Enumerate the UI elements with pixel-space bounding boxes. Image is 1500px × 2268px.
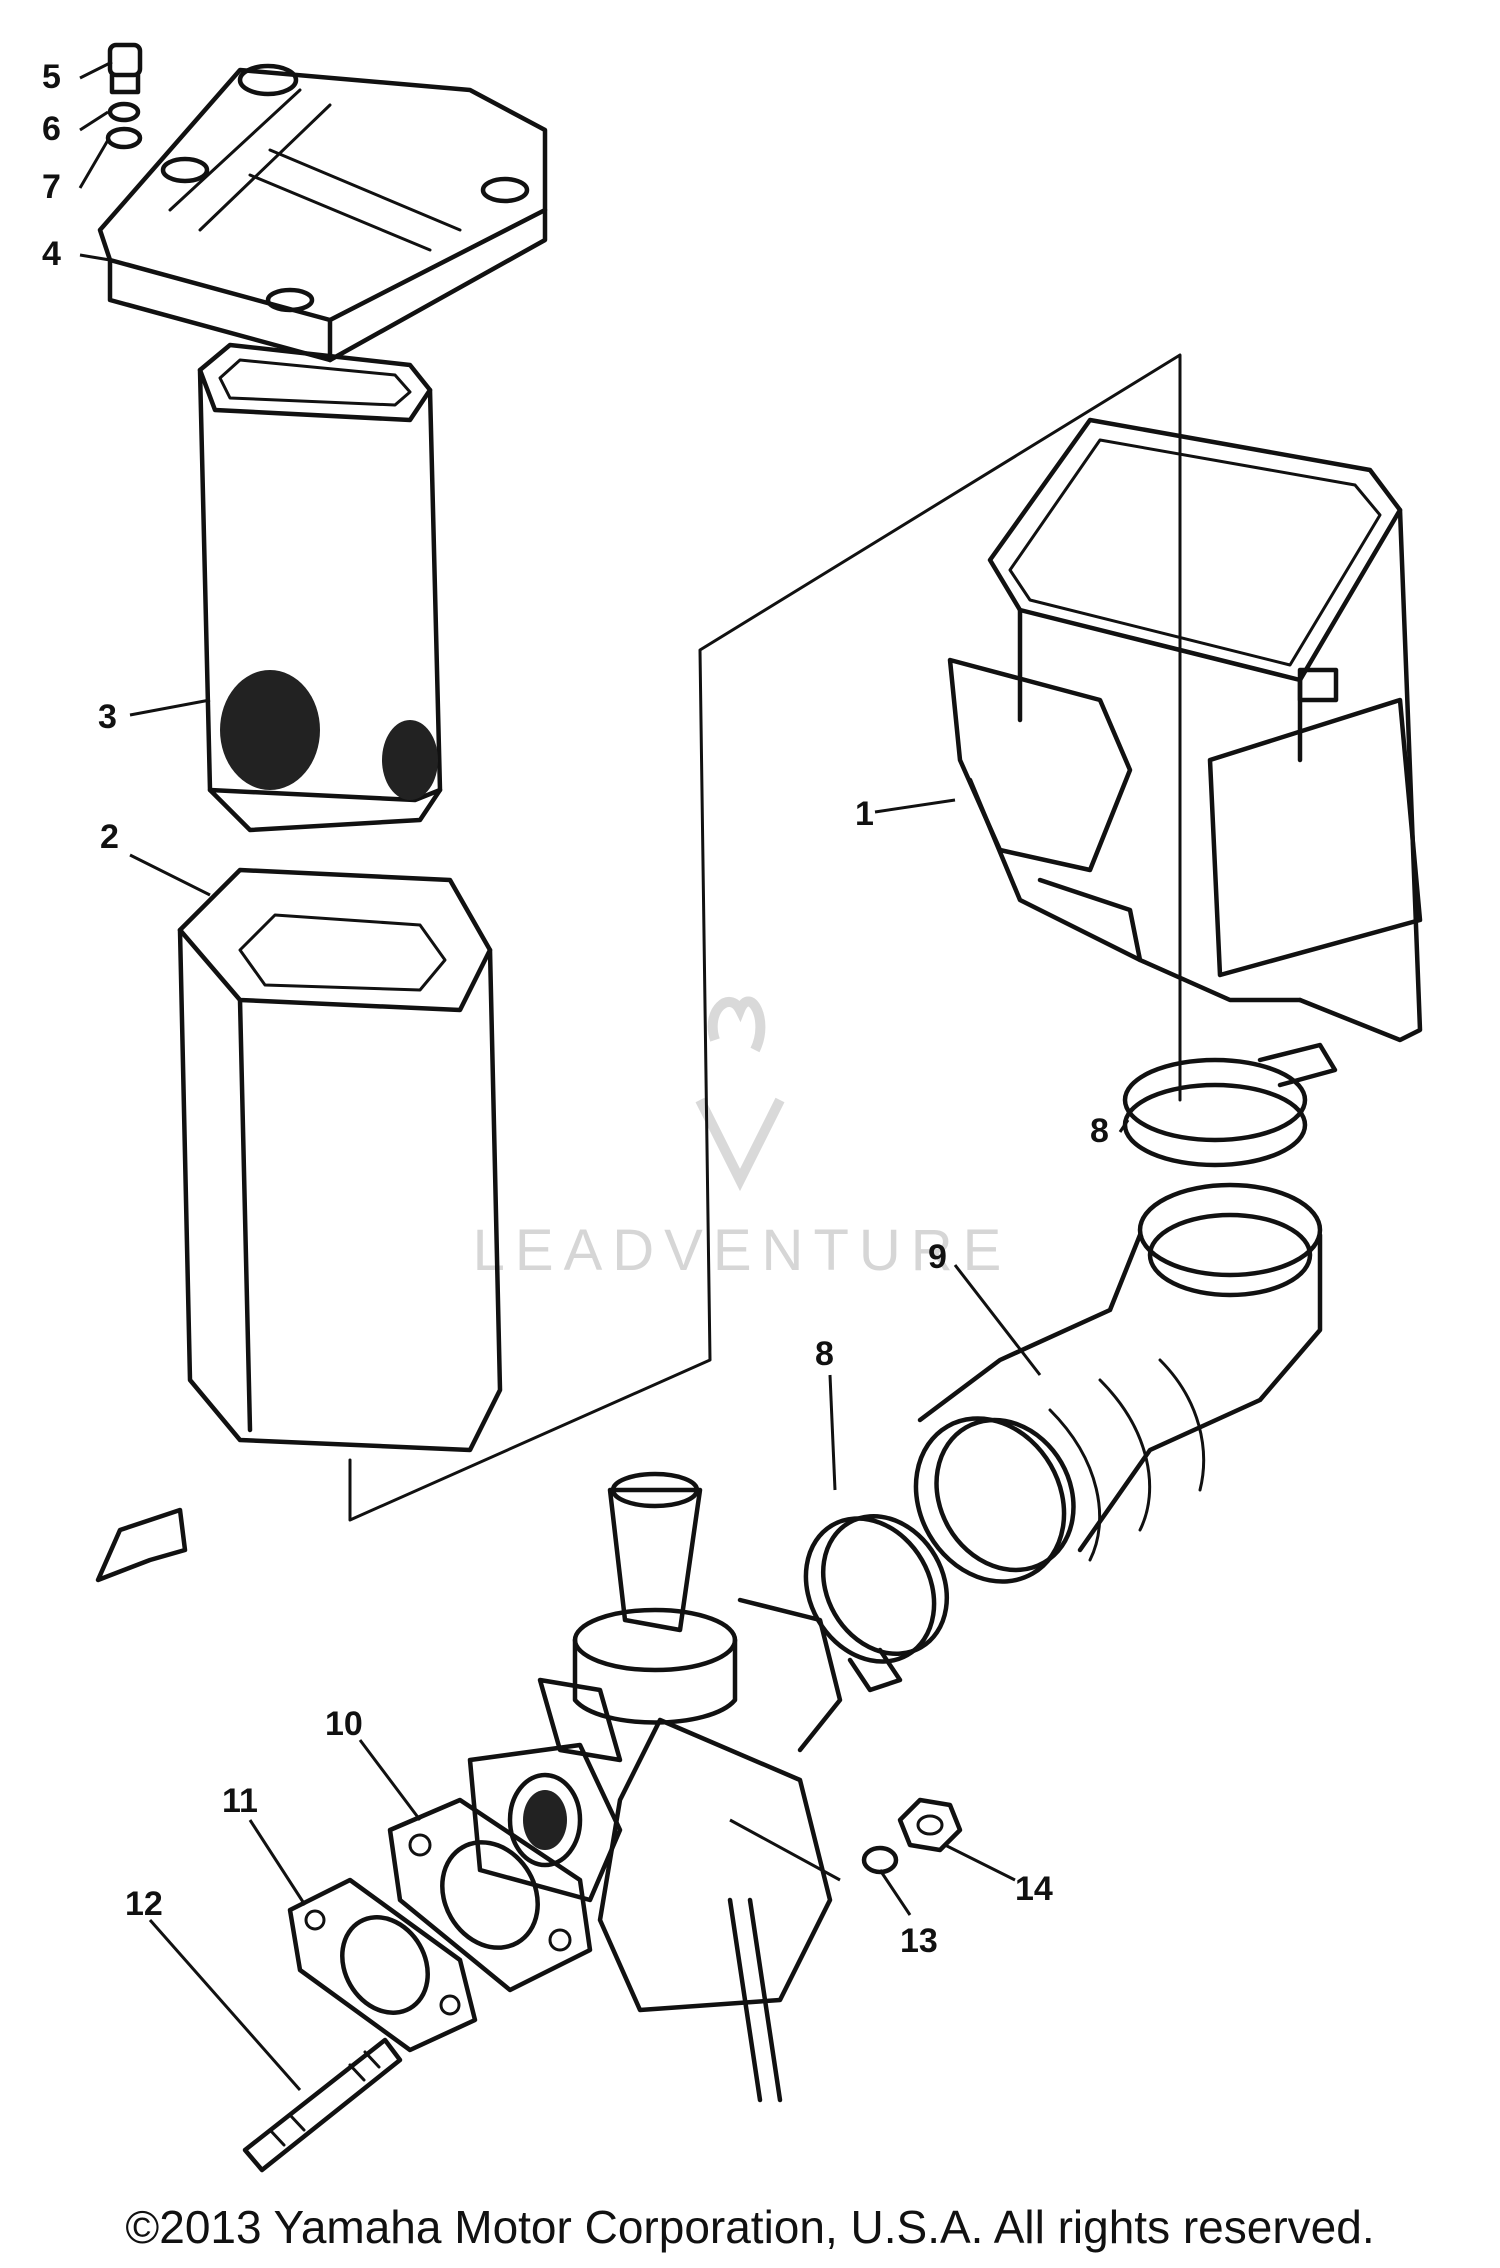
cap-bolt [107, 42, 143, 95]
callout-5: 5 [42, 58, 61, 96]
insulator-gasket [287, 1877, 478, 2053]
assembly-boundary [348, 353, 1182, 1522]
element-frame [197, 342, 443, 833]
carburetor-joint [913, 1182, 1323, 1584]
callout-6: 6 [42, 110, 61, 148]
callout-9: 9 [928, 1238, 947, 1276]
callout-11: 11 [222, 1782, 258, 1820]
callout-12: 12 [125, 1885, 163, 1923]
copyright-notice: ©2013 Yamaha Motor Corporation, U.S.A. A… [125, 2201, 1375, 2253]
watermark-text: LEADVENTURE [473, 1218, 1012, 1283]
watermark-logo [695, 996, 785, 1192]
carburetor [467, 1471, 843, 2103]
callout-1: 1 [855, 795, 874, 833]
callout-2: 2 [100, 818, 119, 856]
air-cleaner-cap [97, 63, 548, 363]
callout-10: 10 [325, 1705, 363, 1743]
stud-nut [897, 1797, 963, 1853]
carburetor-gasket [387, 1797, 593, 1993]
mounting-stud [242, 2037, 403, 2173]
lower-hose-clamp [803, 1513, 950, 1693]
lock-washer [107, 101, 141, 123]
callout-8-upper: 8 [1090, 1112, 1109, 1150]
foam-element [177, 867, 503, 1453]
front-arrow-icon [95, 1507, 188, 1583]
upper-hose-clamp [1122, 1042, 1338, 1168]
callout-13: 13 [900, 1922, 938, 1960]
callout-14: 14 [1015, 1870, 1053, 1908]
stud-washer [861, 1845, 899, 1875]
callout-7: 7 [42, 168, 61, 206]
leader-lines [78, 60, 1130, 2091]
callout-3: 3 [98, 698, 117, 736]
callout-8-lower: 8 [815, 1335, 834, 1373]
plain-washer [105, 126, 143, 150]
air-cleaner-case [947, 417, 1423, 1043]
callout-4: 4 [42, 235, 61, 273]
